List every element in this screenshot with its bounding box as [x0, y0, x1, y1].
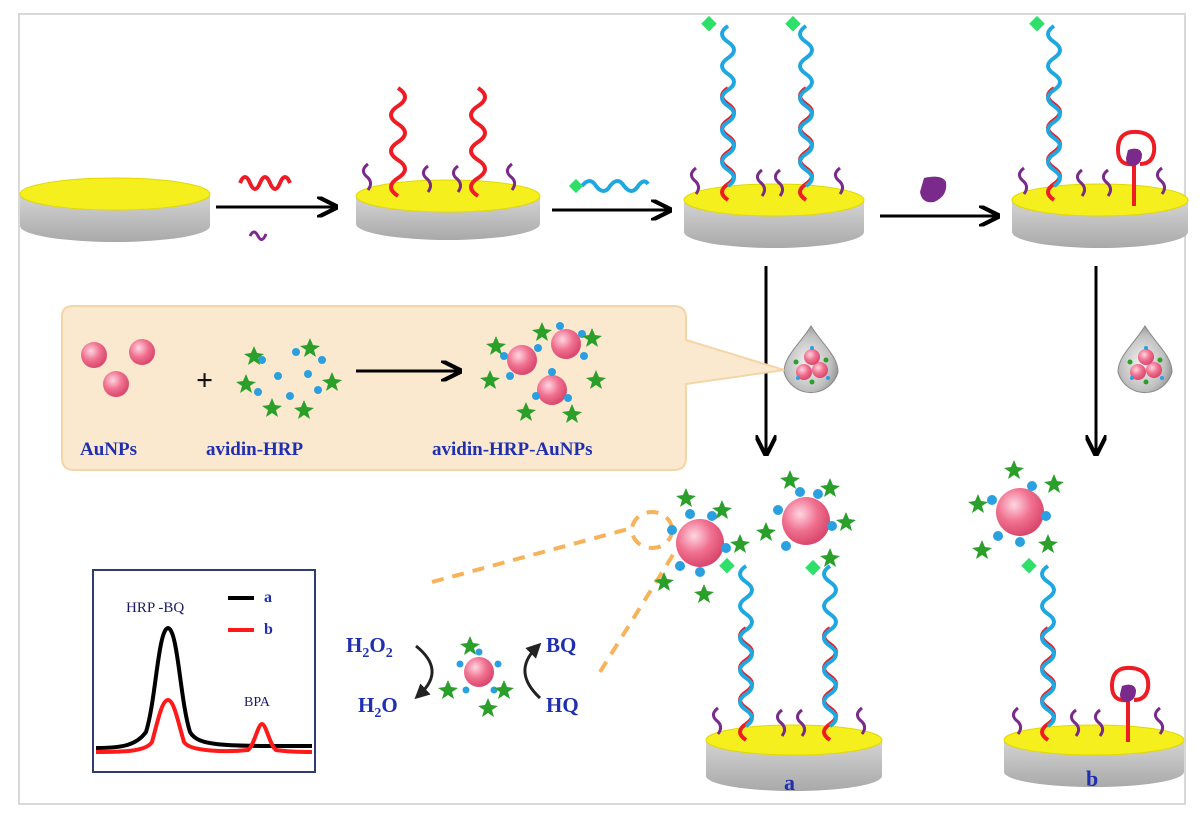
aunp-conjugate-b	[968, 460, 1064, 559]
peak-label-bpa: BPA	[244, 695, 271, 710]
conjugate-panel	[61, 305, 785, 471]
electrode-final-a	[705, 557, 883, 791]
label-state-a: a	[784, 770, 795, 795]
curve-a	[95, 625, 312, 750]
aunps-particles	[81, 339, 155, 397]
inset-voltammogram: HRP -BQ BPA a b	[92, 569, 316, 773]
label-avidin-hrp: avidin-HRP	[206, 439, 304, 460]
label-hq: HQ	[546, 693, 579, 717]
label-state-b: b	[1086, 766, 1098, 791]
avidin-hrp-cluster	[236, 338, 342, 419]
label-h2o: H2O	[358, 693, 398, 721]
curve-b	[95, 697, 313, 754]
electrode-aptamer	[355, 86, 541, 240]
legend-label-a: a	[264, 589, 272, 606]
electrode-final-b	[1003, 557, 1185, 787]
reagent-biotin-probe	[568, 178, 650, 194]
peak-label-hrp-bq: HRP -BQ	[126, 600, 184, 616]
aunp-conjugate-a2	[756, 470, 856, 567]
label-avidin-hrp-aunps: avidin-HRP-AuNPs	[432, 439, 592, 460]
droplet-conjugate-b	[1117, 325, 1173, 394]
label-bq: BQ	[546, 633, 576, 657]
legend-label-b: b	[264, 621, 273, 638]
catalytic-cycle	[414, 636, 542, 717]
plus-sign: +	[196, 364, 213, 397]
electrode-bare	[19, 177, 211, 242]
reagent-aptamer-linker	[238, 175, 292, 241]
aunp-conjugate-a1	[654, 488, 750, 603]
electrode-hybridized	[683, 15, 865, 248]
avidin-hrp-aunps-cluster	[480, 322, 606, 423]
figure-frame	[18, 13, 1186, 805]
inset-frame	[92, 569, 316, 773]
reagent-bpa-target	[920, 176, 947, 203]
label-aunps: AuNPs	[80, 439, 137, 460]
electrode-target-bound	[1011, 15, 1189, 248]
label-h2o2: H2O2	[346, 633, 393, 661]
droplet-conjugate-a	[783, 325, 839, 394]
